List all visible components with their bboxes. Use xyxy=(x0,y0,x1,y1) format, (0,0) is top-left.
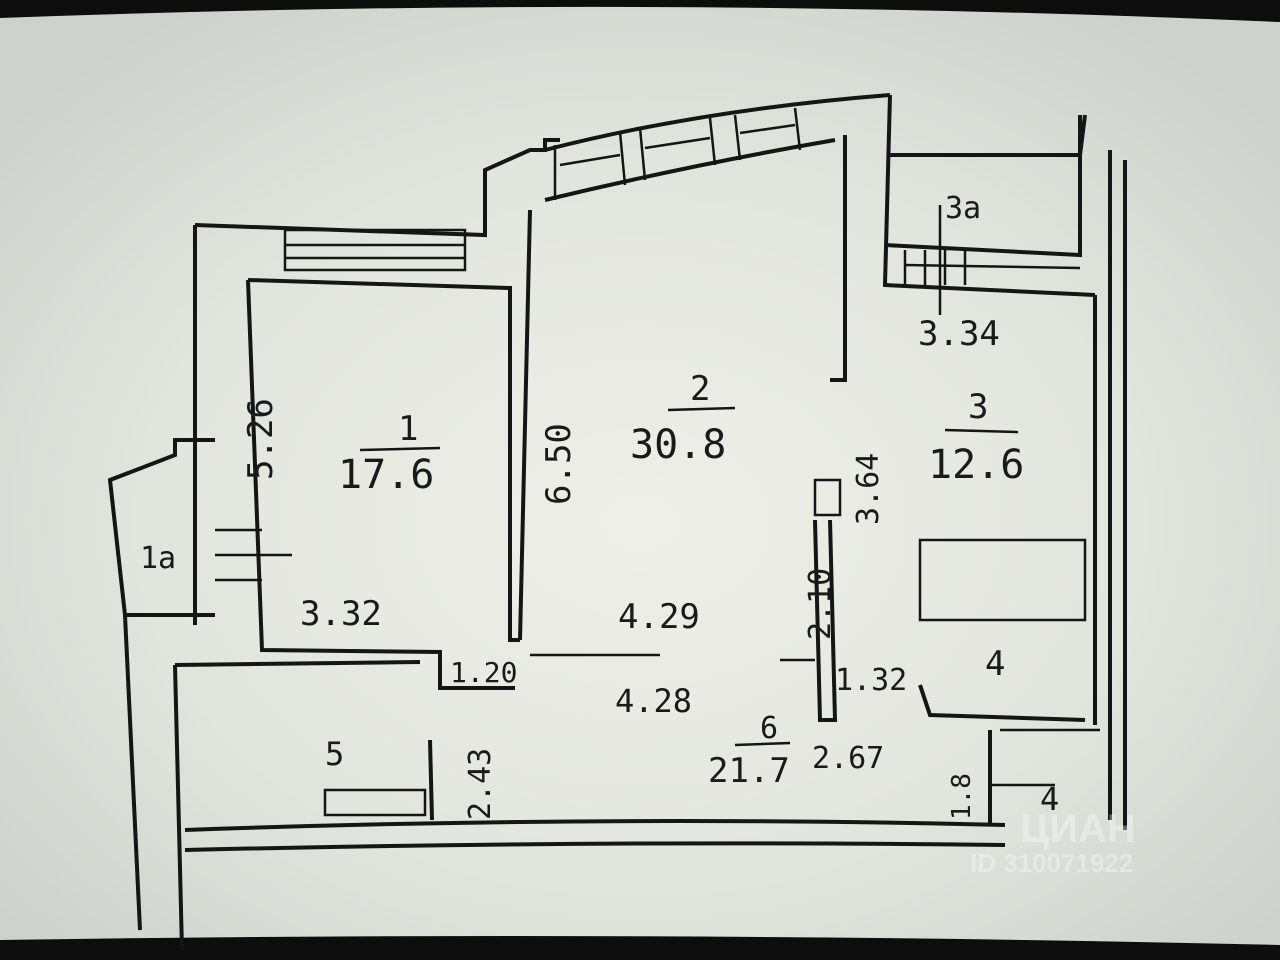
room-5-label: 5 xyxy=(325,735,344,773)
room-4-label: 4 xyxy=(985,644,1005,684)
dim-3-64: 3.64 xyxy=(851,453,886,525)
watermark: ЦИАН ID 310071922 xyxy=(970,807,1136,878)
room-3-number: 3 xyxy=(968,387,988,427)
room-2-number: 2 xyxy=(690,369,710,409)
dim-4-28: 4.28 xyxy=(615,682,692,720)
dim-2-67: 2.67 xyxy=(812,741,884,776)
room-4-small-label: 4 xyxy=(1040,780,1059,818)
dim-3-32: 3.32 xyxy=(300,594,382,634)
dim-5-26: 5.26 xyxy=(241,398,281,480)
room-3-area: 12.6 xyxy=(928,442,1024,488)
watermark-brand: ЦИАН xyxy=(1020,807,1136,851)
room-1-area: 17.6 xyxy=(338,452,434,498)
room-6-number: 6 xyxy=(760,711,778,746)
room-1a-label: 1a xyxy=(140,541,176,576)
dim-1-8: 1.8 xyxy=(947,773,977,820)
dim-3-34: 3.34 xyxy=(918,314,1000,354)
room-labels: 1 17.6 2 30.8 3 12.6 6 21.7 1a 3a 4 5 4 xyxy=(140,191,1059,818)
watermark-id: ID 310071922 xyxy=(970,848,1133,878)
paper-background xyxy=(0,6,1280,945)
dim-2-10: 2.10 xyxy=(803,568,838,640)
dim-1-20: 1.20 xyxy=(450,656,517,689)
room-1-number: 1 xyxy=(398,409,418,449)
room-2-area: 30.8 xyxy=(630,422,726,468)
dim-1-32: 1.32 xyxy=(835,663,907,698)
room-6-area: 21.7 xyxy=(708,751,790,791)
dimension-labels: 5.26 3.32 6.50 4.29 3.34 3.64 2.10 1.20 … xyxy=(241,314,1000,820)
room-3a-label: 3a xyxy=(945,191,981,226)
dim-2-43: 2.43 xyxy=(463,748,498,820)
dim-4-29: 4.29 xyxy=(618,597,700,637)
walls xyxy=(107,93,1127,951)
dim-6-50: 6.50 xyxy=(539,423,579,505)
